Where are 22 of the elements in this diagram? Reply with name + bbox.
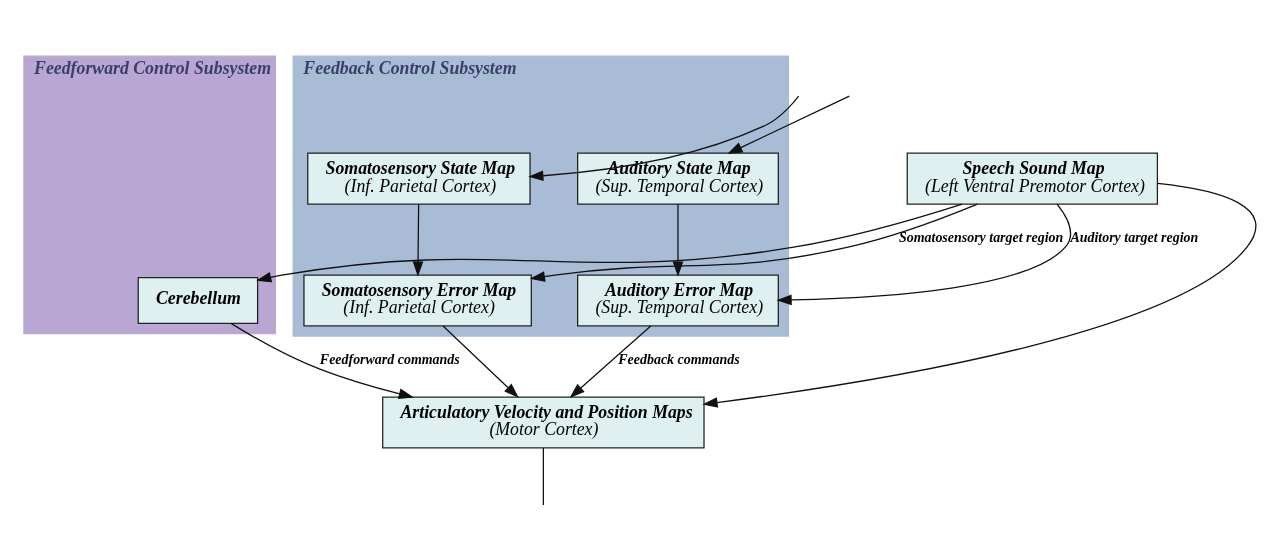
node-box: Somatosensory State Map (Inf. Parietal Cortex): [307, 152, 531, 205]
arrow: [256, 203, 963, 283]
node-box: Cerebellum: [137, 277, 259, 325]
arrow: [776, 203, 1072, 306]
arrow: [442, 325, 519, 398]
arrow: [230, 322, 414, 399]
arrow: [727, 95, 850, 154]
connector: [542, 447, 544, 506]
node-box: Auditory State Map (Sup. Temporal Cortex): [577, 152, 779, 205]
node-box: Somatosensory Error Map (Inf. Parietal Cortex): [303, 274, 532, 327]
node-box: Speech Sound Map (Left Ventral Premotor Cortex): [906, 152, 1159, 205]
edge-label: Somatosensory target region: [898, 229, 1064, 245]
edge-label: Feedforward commands: [319, 351, 460, 367]
arrow: [528, 95, 800, 182]
arrow: [529, 203, 979, 282]
edge-label: Auditory target region: [1070, 229, 1199, 245]
node-box: Auditory Error Map (Sup. Temporal Cortex): [577, 274, 779, 327]
node-box: Articulatory Velocity and Position Maps (Motor Cortex): [382, 396, 705, 449]
arrow: [412, 203, 424, 277]
edge-label: Feedback commands: [618, 351, 740, 367]
arrow: [702, 182, 1257, 408]
arrow: [569, 325, 652, 398]
